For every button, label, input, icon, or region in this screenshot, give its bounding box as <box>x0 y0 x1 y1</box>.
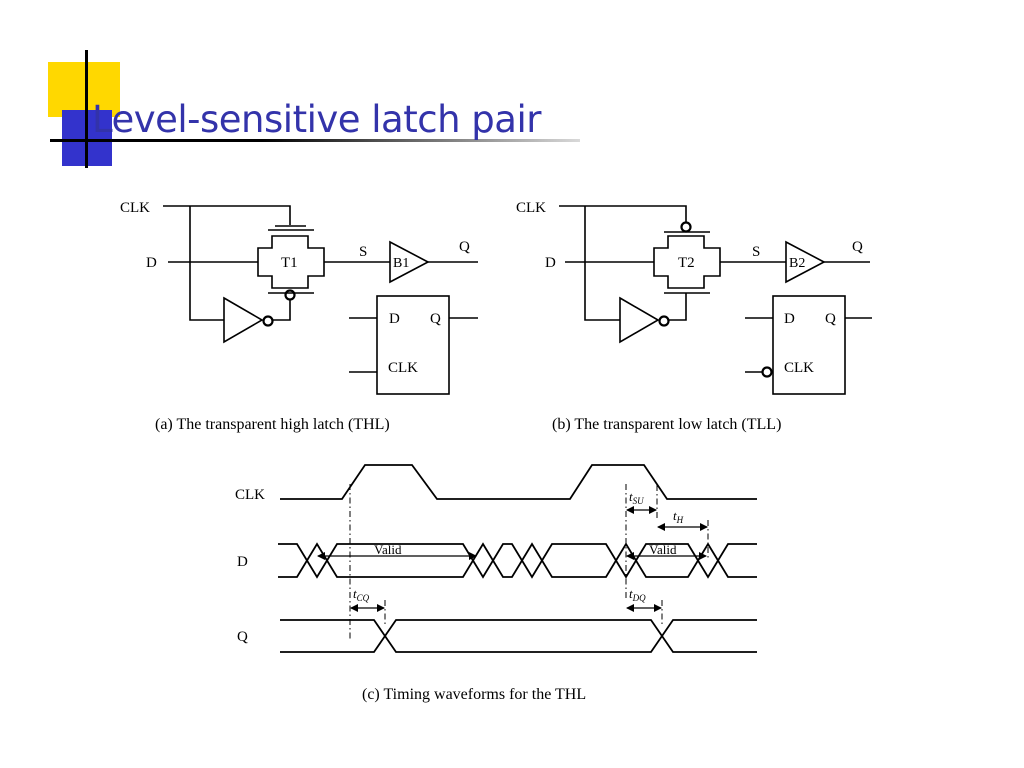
tdq-label: tDQ <box>629 586 646 603</box>
tll-box-q-label: Q <box>825 311 836 327</box>
tll-buffer-label: B2 <box>789 256 805 271</box>
tll-gate-label: T2 <box>678 255 695 271</box>
tll-caption: (b) The transparent low latch (TLL) <box>552 416 781 433</box>
timing-d-label: D <box>237 554 248 570</box>
slide-title: Level-sensitive latch pair <box>92 98 541 141</box>
tll-box-d-label: D <box>784 311 795 327</box>
thl-caption: (a) The transparent high latch (THL) <box>155 416 390 433</box>
thl-clk-label: CLK <box>120 200 150 216</box>
thl-box-clk-label: CLK <box>388 360 418 376</box>
thl-d-label: D <box>146 255 157 271</box>
thl-buffer-label: B1 <box>393 256 409 271</box>
thl-gate-label: T1 <box>281 255 298 271</box>
timing-arrows <box>317 506 708 612</box>
accent-vertical-line <box>85 50 88 168</box>
timing-q-label: Q <box>237 629 248 645</box>
timing-caption: (c) Timing waveforms for the THL <box>362 686 586 703</box>
thl-box-q-label: Q <box>430 311 441 327</box>
thl-q-label: Q <box>459 239 470 255</box>
accent-square-yellow <box>48 62 120 117</box>
tll-s-label: S <box>752 244 760 260</box>
th-label: tH <box>673 508 684 525</box>
thl-circuit <box>163 205 478 395</box>
tll-box-clk-label: CLK <box>784 360 814 376</box>
tsu-label: tSU <box>629 489 644 506</box>
tll-q-label: Q <box>852 239 863 255</box>
tcq-label: tCQ <box>353 586 370 603</box>
tll-circuit <box>559 205 872 395</box>
valid-label-2: Valid <box>649 542 677 557</box>
title-underline <box>50 139 580 142</box>
timing-clk-label: CLK <box>235 487 265 503</box>
tll-d-label: D <box>545 255 556 271</box>
valid-label-1: Valid <box>374 542 402 557</box>
timing-guides <box>349 484 709 640</box>
thl-box-d-label: D <box>389 311 400 327</box>
thl-s-label: S <box>359 244 367 260</box>
tll-clk-label: CLK <box>516 200 546 216</box>
